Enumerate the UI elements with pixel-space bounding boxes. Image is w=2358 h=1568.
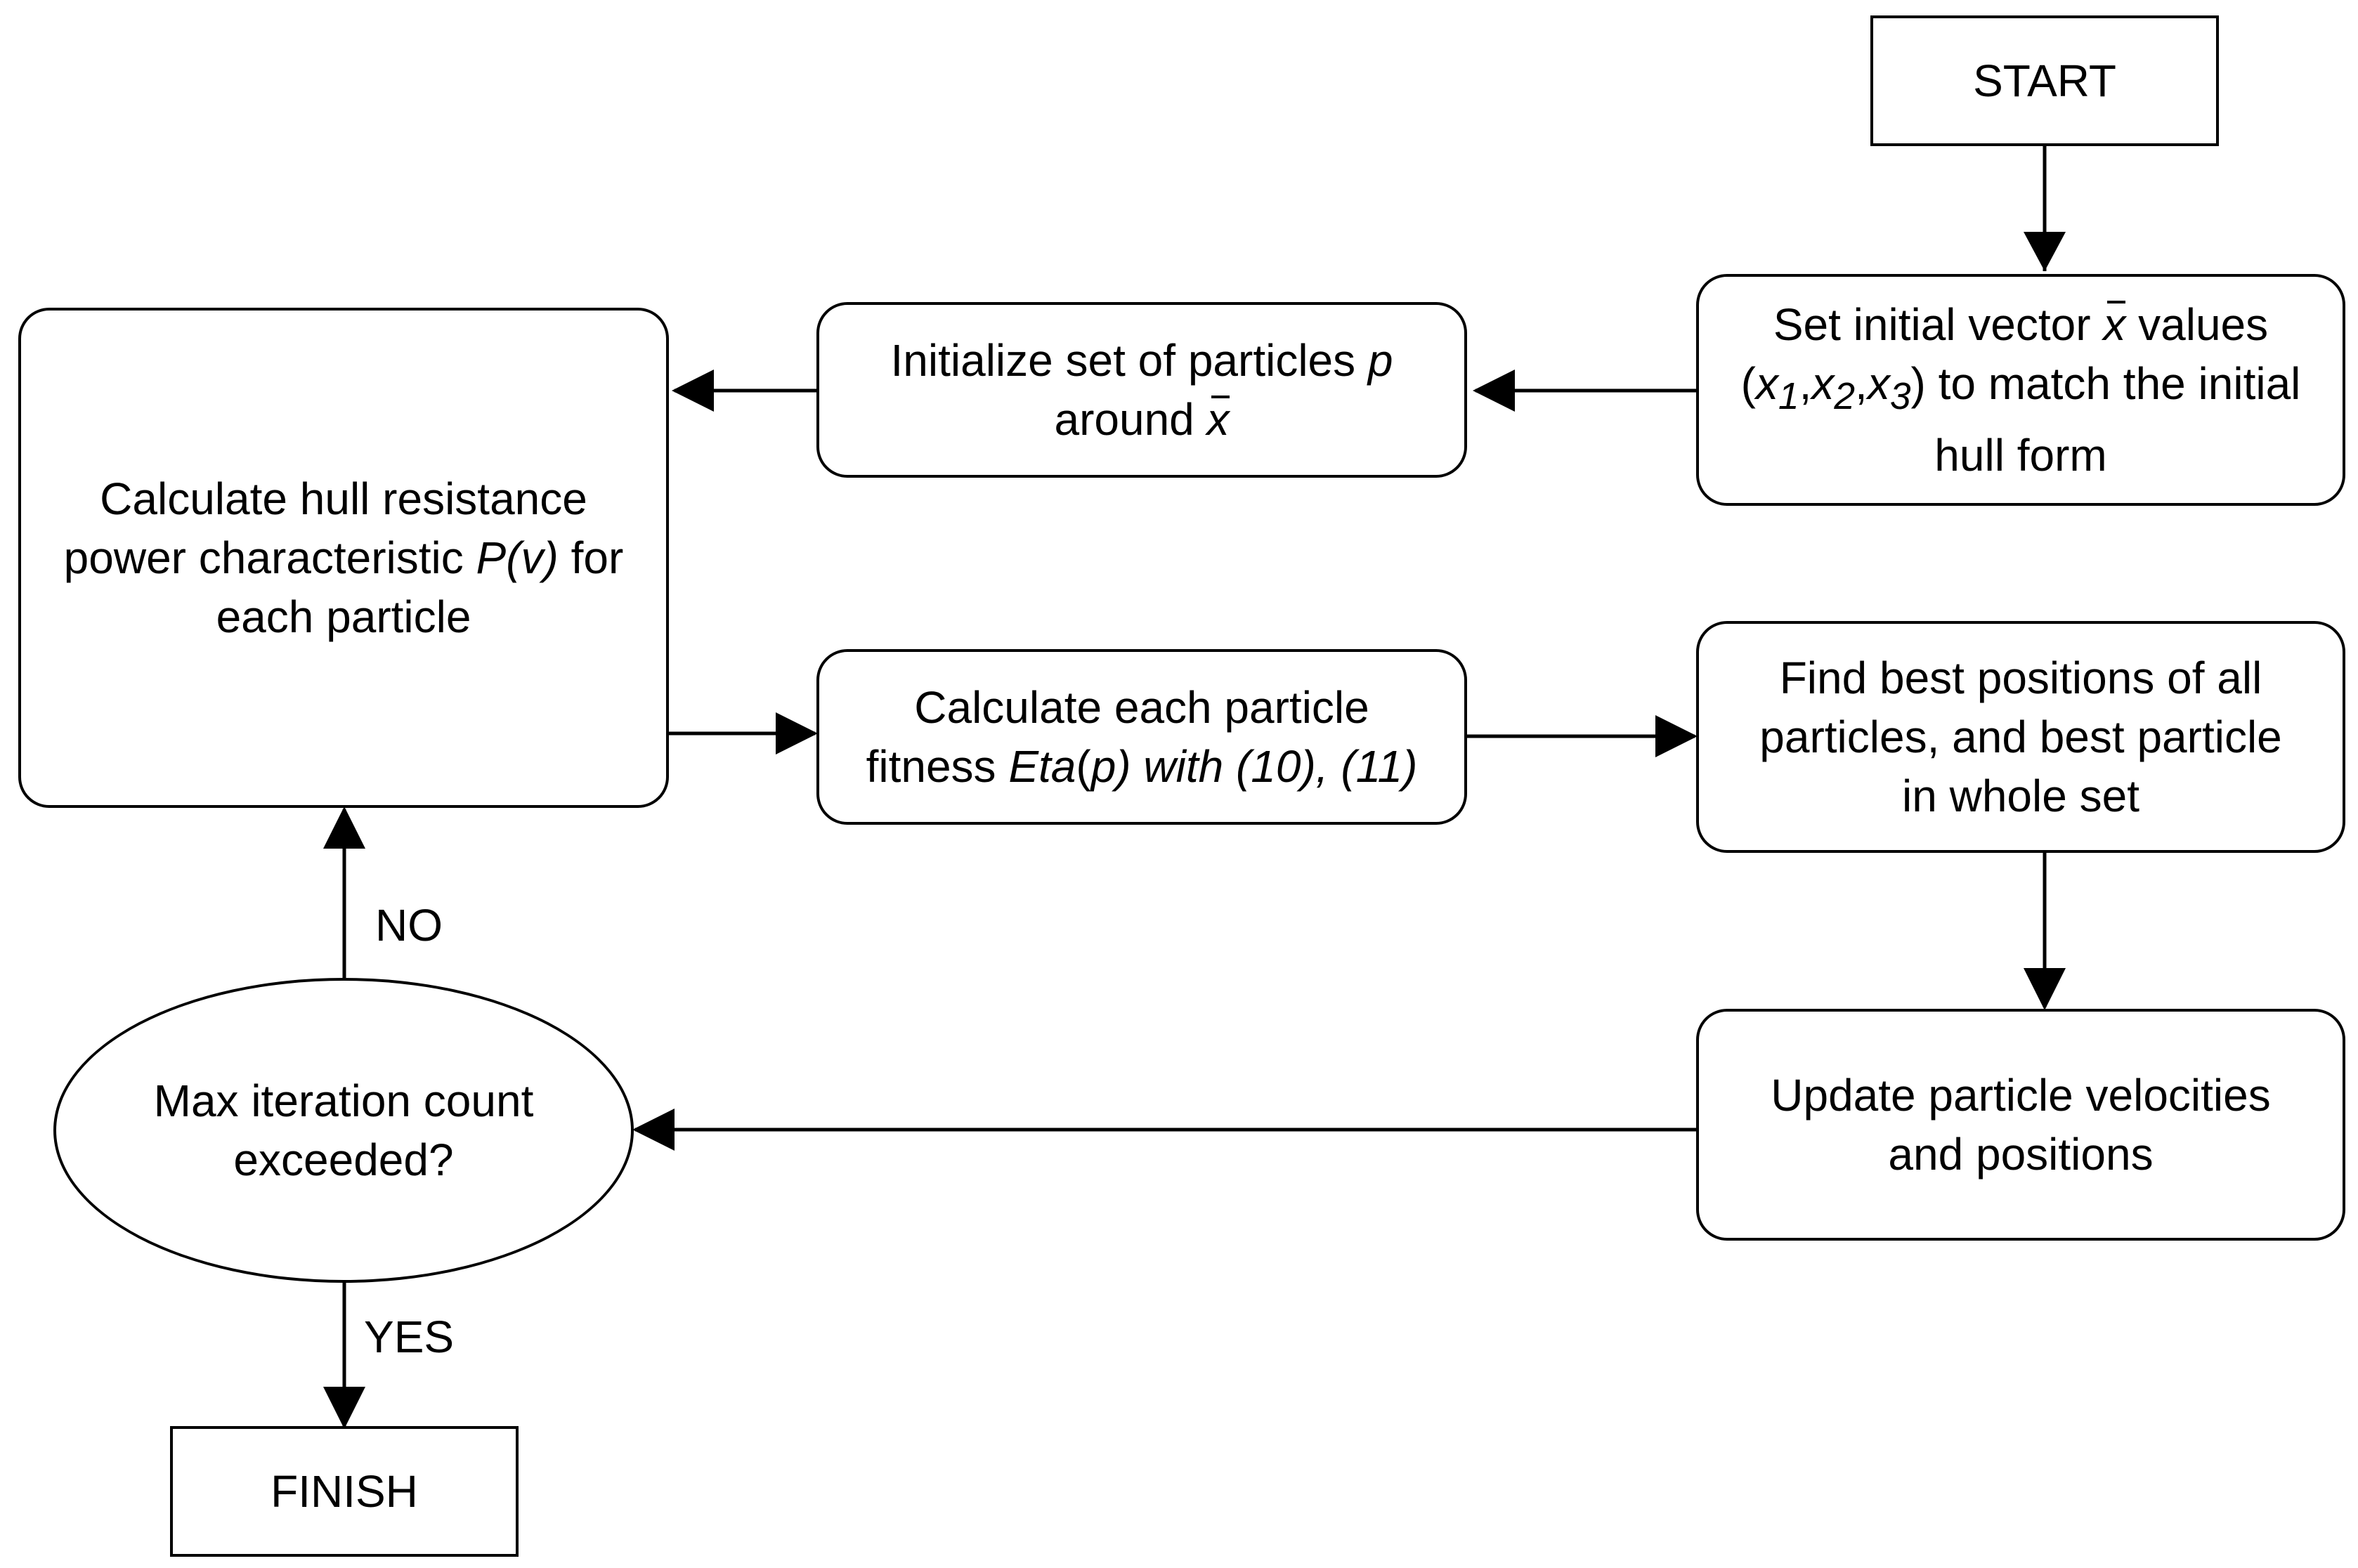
init-vector-var-x: x xyxy=(2103,295,2126,354)
finish-label: FINISH xyxy=(271,1466,418,1517)
init-vector-paren-open: ( xyxy=(1740,358,1756,409)
find-best-line2: particles, and best particle xyxy=(1759,712,2282,762)
update-line1: Update particle velocities xyxy=(1771,1070,2271,1121)
calc-resistance-line1: Calculate hull resistance xyxy=(100,473,587,524)
calc-fitness-label: Calculate each particle fitness Eta(p) w… xyxy=(866,678,1418,796)
update-node: Update particle velocities and positions xyxy=(1696,1009,2345,1241)
calc-resistance-line2-post: for xyxy=(558,533,624,583)
find-best-label: Find best positions of all particles, an… xyxy=(1759,648,2282,825)
decision-node: Max iteration count exceeded? xyxy=(53,978,634,1283)
start-label: START xyxy=(1973,55,2116,106)
init-particles-label: Initialize set of particles p around x xyxy=(891,331,1393,449)
edge-label-yes: YES xyxy=(364,1312,455,1362)
init-vector-line2-post: ) to match the initial xyxy=(1910,358,2301,409)
calc-fitness-node: Calculate each particle fitness Eta(p) w… xyxy=(816,649,1467,825)
find-best-node: Find best positions of all particles, an… xyxy=(1696,621,2345,853)
init-vector-sub1: 1 xyxy=(1778,375,1799,417)
init-particles-var-p: p xyxy=(1367,335,1393,386)
init-vector-x1: x xyxy=(1755,358,1778,409)
init-particles-line1-pre: Initialize set of particles xyxy=(890,335,1368,386)
init-vector-line3: hull form xyxy=(1934,430,2107,481)
arrowhead-init-vector-to-init-particles xyxy=(1473,370,1515,412)
start-node: START xyxy=(1870,15,2219,146)
calc-resistance-line3: each particle xyxy=(216,592,471,642)
init-vector-sub3: 3 xyxy=(1889,375,1911,417)
arrowhead-decision-to-finish xyxy=(323,1387,365,1429)
init-vector-comma2: , xyxy=(1855,358,1868,409)
arrowhead-calc-fitness-to-find-best xyxy=(1655,715,1698,757)
init-vector-line1-pre: Set initial vector xyxy=(1773,299,2104,350)
arrowhead-find-best-to-update xyxy=(2024,968,2066,1010)
finish-node: FINISH xyxy=(170,1426,519,1557)
calc-fitness-line1: Calculate each particle xyxy=(914,682,1369,733)
update-line2: and positions xyxy=(1888,1129,2154,1180)
arrowhead-update-to-decision xyxy=(632,1109,675,1151)
init-vector-x3: x xyxy=(1867,358,1890,409)
init-vector-sub2: 2 xyxy=(1834,375,1856,417)
calc-resistance-line2-pre: power characteristic xyxy=(63,533,476,583)
update-label: Update particle velocities and positions xyxy=(1771,1066,2270,1184)
calc-resistance-node: Calculate hull resistance power characte… xyxy=(18,308,669,808)
decision-line1: Max iteration count xyxy=(153,1076,534,1126)
decision-label: Max iteration count exceeded? xyxy=(154,1071,534,1189)
init-vector-label: Set initial vector x values (x1,x2,x3) t… xyxy=(1741,295,2301,485)
arrowhead-start-to-init-vector xyxy=(2024,232,2066,271)
init-vector-comma1: , xyxy=(1799,358,1812,409)
calc-fitness-var-p: p) with (10), (11) xyxy=(1090,741,1418,792)
calc-fitness-paren: ( xyxy=(1076,741,1091,792)
calc-resistance-label: Calculate hull resistance power characte… xyxy=(64,469,624,646)
init-particles-line2-pre: around xyxy=(1054,394,1207,445)
init-vector-line1-post: values xyxy=(2125,299,2269,350)
calc-resistance-func: P(v) xyxy=(476,533,559,583)
init-vector-node: Set initial vector x values (x1,x2,x3) t… xyxy=(1696,274,2345,506)
init-particles-var-x: x xyxy=(1207,390,1230,449)
find-best-line1: Find best positions of all xyxy=(1779,653,2262,703)
calc-fitness-line2-pre: fitness xyxy=(866,741,1009,792)
find-best-line3: in whole set xyxy=(1902,771,2139,821)
decision-line2: exceeded? xyxy=(233,1135,454,1185)
edge-label-no: NO xyxy=(375,900,443,950)
init-particles-node: Initialize set of particles p around x xyxy=(816,302,1467,478)
init-vector-x2: x xyxy=(1811,358,1835,409)
arrowhead-init-particles-to-calc-resistance xyxy=(672,370,714,412)
arrowhead-calc-resistance-to-calc-fitness xyxy=(776,712,818,754)
calc-fitness-eta: Eta xyxy=(1008,741,1076,792)
arrowhead-decision-to-calc-resistance xyxy=(323,806,365,849)
